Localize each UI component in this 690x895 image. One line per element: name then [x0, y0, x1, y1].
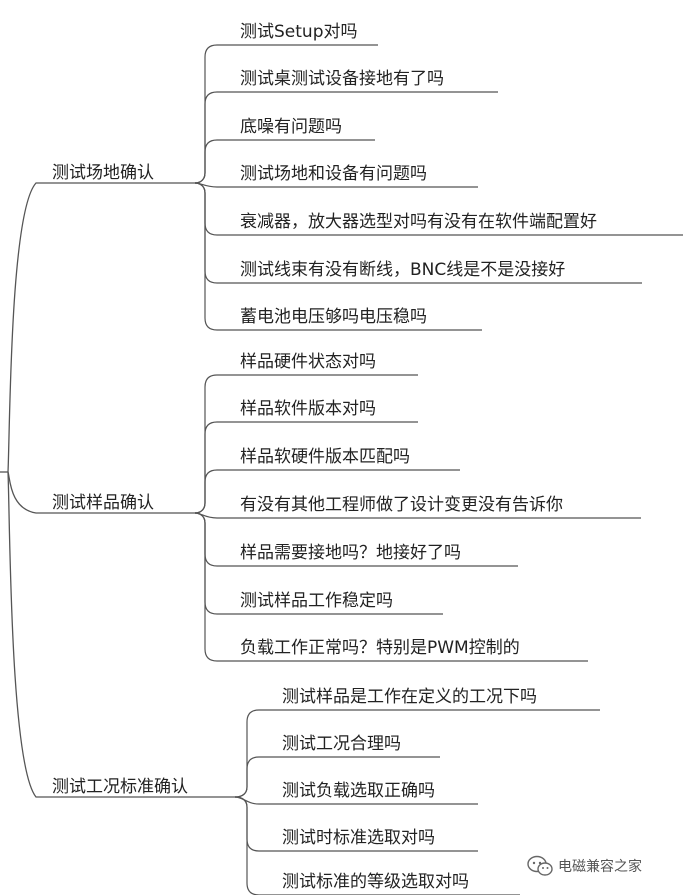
child-label: 样品软件版本对吗 — [240, 399, 376, 419]
child-label: 测试样品是工作在定义的工况下吗 — [282, 687, 537, 707]
child-label: 测试线束有没有断线，BNC线是不是没接好 — [240, 260, 565, 280]
branch-label: 测试工况标准确认 — [52, 777, 188, 797]
child-label: 测试Setup对吗 — [240, 22, 357, 42]
child-connector — [194, 182, 482, 331]
watermark-text: 电磁兼容之家 — [558, 859, 642, 875]
child-connector — [194, 469, 460, 514]
child-label: 测试标准的等级选取对吗 — [282, 872, 469, 892]
child-label: 衰减器，放大器选型对吗有没有在软件端配置好 — [240, 212, 597, 232]
child-label: 测试桌测试设备接地有了吗 — [240, 69, 444, 89]
branch-connector — [7, 182, 195, 473]
child-label: 负载工作正常吗？特别是PWM控制的 — [240, 638, 520, 658]
child-connector — [194, 512, 588, 662]
child-label: 样品软硬件版本匹配吗 — [240, 447, 410, 467]
wechat-icon — [526, 855, 554, 877]
watermark: 电磁兼容之家 — [526, 854, 642, 878]
branch-label: 测试样品确认 — [52, 493, 154, 513]
child-label: 测试负载选取正确吗 — [282, 781, 435, 801]
child-label: 样品硬件状态对吗 — [240, 352, 376, 372]
child-label: 底噪有问题吗 — [240, 117, 342, 137]
child-connector — [194, 139, 375, 184]
child-label: 测试时标准选取对吗 — [282, 828, 435, 848]
child-label: 样品需要接地吗？地接好了吗 — [240, 543, 461, 563]
child-label: 测试样品工作稳定吗 — [240, 591, 393, 611]
child-label: 测试工况合理吗 — [282, 734, 401, 754]
child-connector — [194, 44, 378, 184]
branch-connector — [7, 471, 235, 798]
child-label: 测试场地和设备有问题吗 — [240, 164, 427, 184]
child-label: 蓄电池电压够吗电压稳吗 — [240, 307, 427, 327]
child-connector — [194, 374, 418, 514]
child-connector — [234, 796, 520, 895]
child-label: 有没有其他工程师做了设计变更没有告诉你 — [240, 495, 563, 515]
branch-label: 测试场地确认 — [52, 163, 154, 183]
child-connector — [234, 756, 440, 798]
